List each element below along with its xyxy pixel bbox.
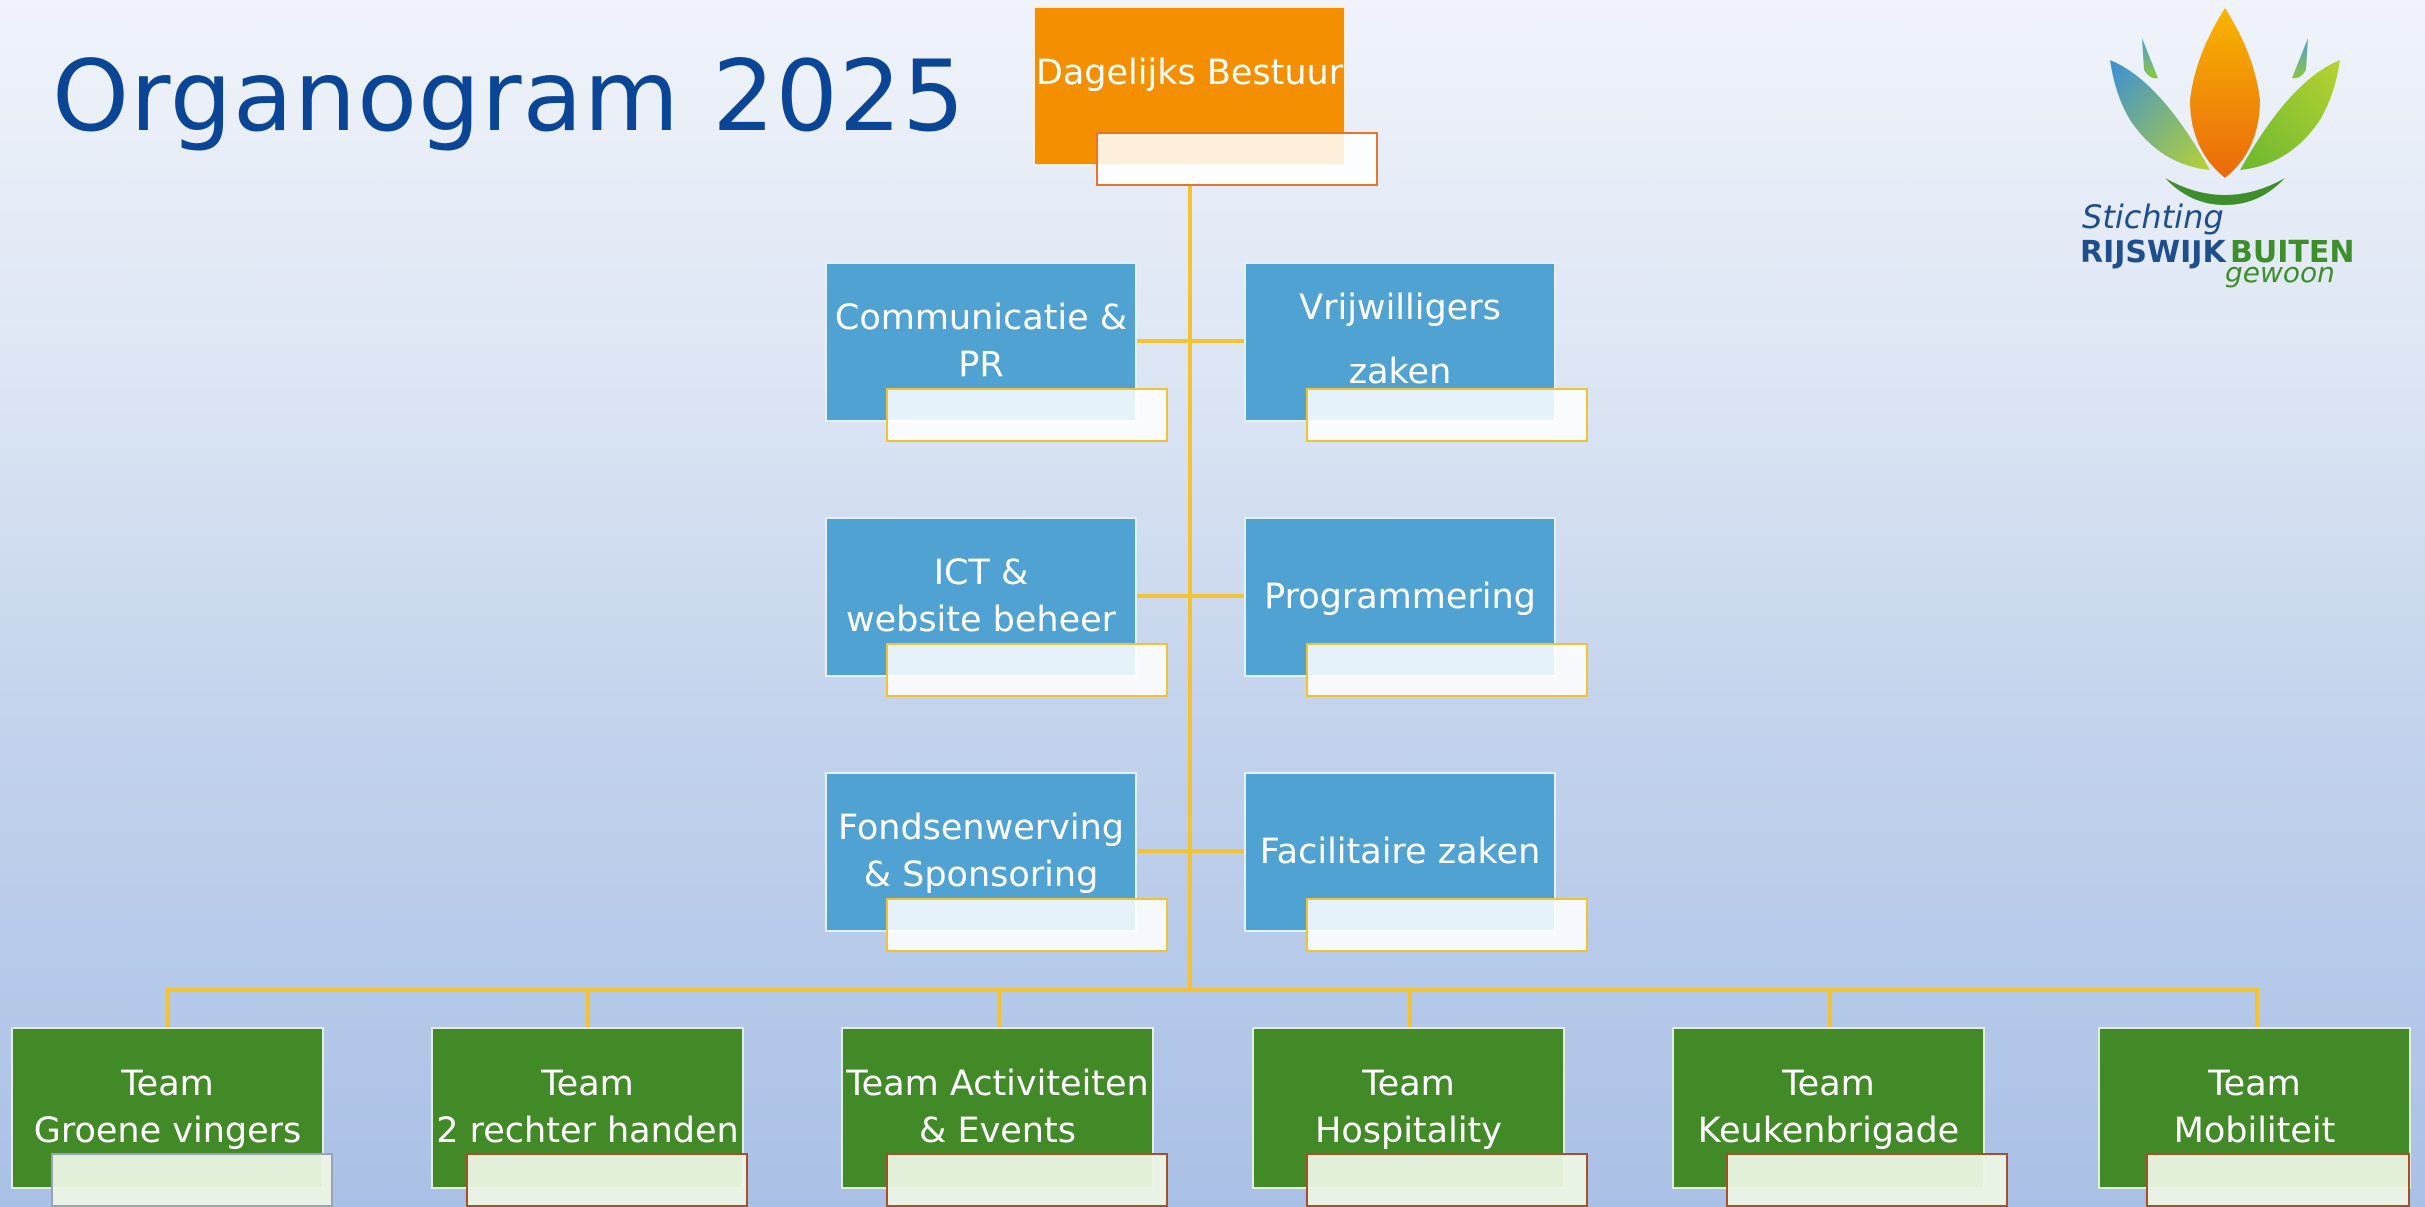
node-label: Team Groene vingers [33,1064,302,1151]
connector-row3 [1134,849,1246,853]
node-facilitaire-zaken-subbox [1306,898,1588,952]
node-team-hospitality-subbox [1306,1153,1588,1207]
lotus-logo-icon: Stichting RIJSWIJK BUITEN gewoon [2080,8,2354,289]
node-dagelijks-bestuur: Dagelijks Bestuur [1033,6,1346,166]
node-label: Team 2 rechter handen [436,1064,739,1151]
connector-team-drop-4 [1408,988,1412,1028]
connector-row2 [1134,594,1246,598]
logo-text-buiten: BUITEN [2230,235,2354,270]
node-label: Team Activiteiten & Events [846,1064,1149,1151]
node-programmering-subbox [1306,643,1588,697]
node-label: Team Hospitality [1315,1064,1502,1151]
connector-team-drop-3 [997,988,1001,1028]
logo-text-rijswijk: RIJSWIJK [2080,235,2227,270]
node-communicatie-pr-subbox [886,388,1168,442]
connector-team-drop-6 [2255,988,2259,1028]
node-label: Programmering [1264,576,1536,617]
node-team-activiteiten-events-subbox [886,1153,1168,1207]
node-label: ICT & website beheer [845,553,1117,640]
connector-team-drop-5 [1828,988,1832,1028]
node-label: Fondsenwerving & Sponsoring [837,808,1125,895]
connector-team-bus [166,988,2259,992]
node-label: Team Mobiliteit [2173,1064,2336,1151]
connector-trunk [1188,185,1192,992]
node-label: Facilitaire zaken [1259,831,1541,872]
node-team-2-rechter-handen-subbox [466,1153,748,1207]
connector-row1 [1134,339,1246,343]
stichting-logo: Stichting RIJSWIJK BUITEN gewoon [2070,0,2370,290]
node-fondsenwerving-sponsoring-subbox [886,898,1168,952]
page-title: Organogram 2025 [52,40,966,154]
logo-text-gewoon: gewoon [2225,256,2335,289]
node-team-groene-vingers-subbox [51,1153,333,1207]
node-team-mobiliteit-subbox [2146,1153,2410,1207]
connector-team-drop-1 [166,988,170,1028]
node-ict-website-beheer-subbox [886,643,1168,697]
node-label: Team Keukenbrigade [1697,1064,1960,1151]
node-label: Dagelijks Bestuur [1035,53,1344,93]
logo-text-stichting: Stichting [2082,198,2224,236]
node-vrijwilligers-zaken-subbox [1306,388,1588,442]
node-label: Vrijwilligers zaken [1299,288,1501,392]
node-team-keukenbrigade-subbox [1726,1153,2008,1207]
connector-team-drop-2 [586,988,590,1028]
node-dagelijks-bestuur-subbox [1096,132,1378,186]
node-label: Communicatie & PR [834,298,1128,385]
